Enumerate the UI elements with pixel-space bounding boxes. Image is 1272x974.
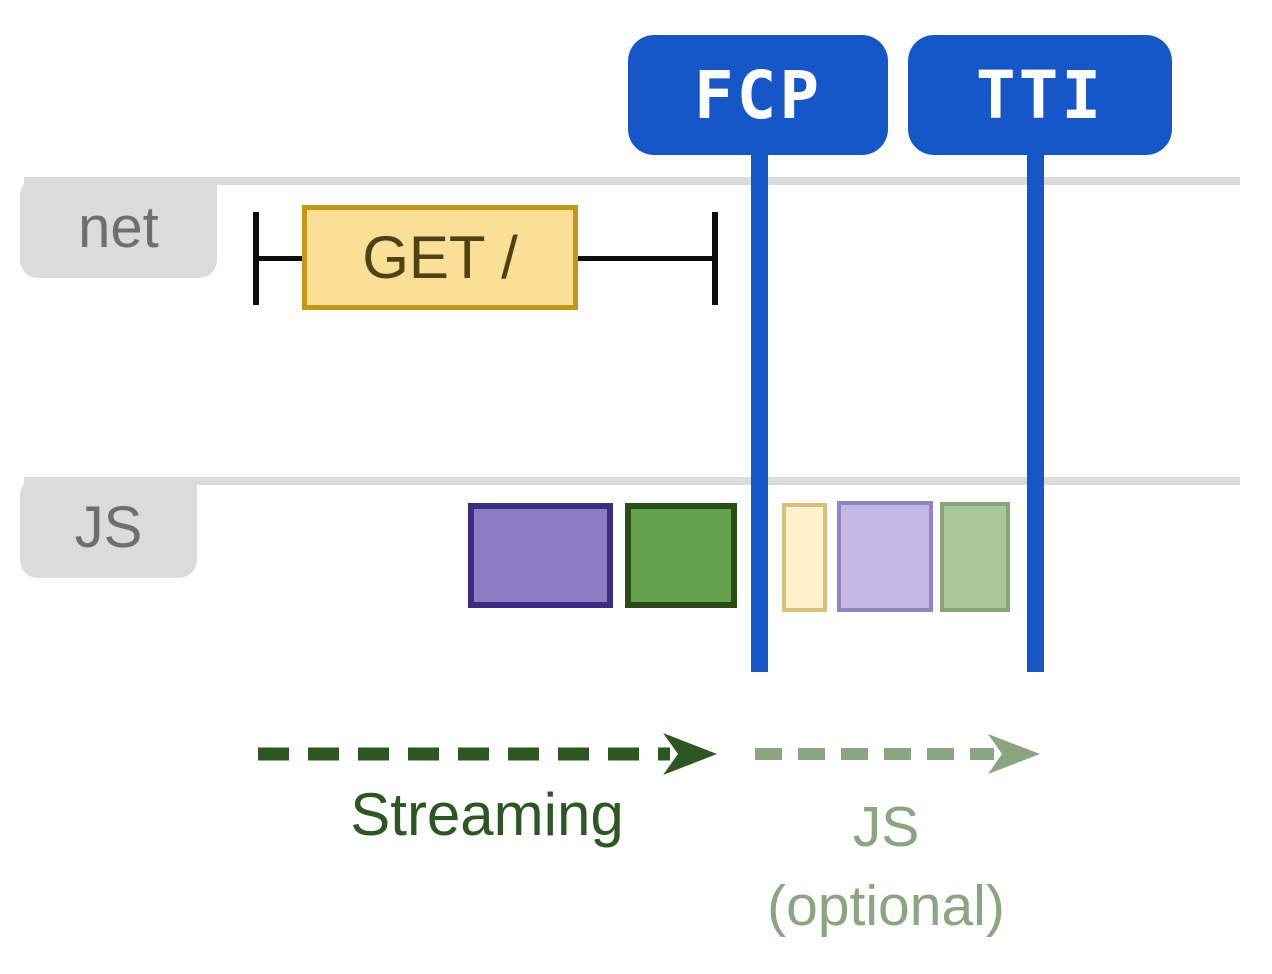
request-start-tick (253, 212, 259, 305)
net-lane-tab: net (20, 177, 217, 278)
tti-badge: TTI (908, 35, 1172, 155)
js-optional-arrowhead-icon (988, 734, 1040, 774)
tti-marker-line (1027, 152, 1044, 672)
js-chunk-green (625, 503, 737, 608)
request-whisker-right (576, 256, 714, 261)
js-lane-line (24, 477, 1240, 485)
js-optional-label-main: JS (852, 795, 920, 859)
tti-badge-label: TTI (975, 56, 1105, 134)
js-optional-dashed-arrow (755, 734, 1040, 774)
fcp-badge-label: FCP (693, 56, 823, 134)
request-whisker-left (257, 256, 304, 261)
streaming-arrowhead-icon (663, 733, 717, 775)
fcp-marker-line (751, 152, 768, 672)
net-lane-line (24, 177, 1240, 185)
js-chunk-purple-faded (837, 501, 933, 612)
js-lane-label: JS (74, 495, 143, 560)
js-lane-tab: JS (20, 477, 197, 578)
request-end-tick (712, 212, 718, 305)
js-optional-label-sub: (optional) (767, 874, 1005, 938)
fcp-badge: FCP (628, 35, 888, 155)
get-request-label: GET / (362, 224, 518, 291)
js-chunk-cream-faded (782, 503, 827, 612)
get-request-box: GET / (302, 205, 578, 310)
streaming-label: Streaming (350, 781, 624, 848)
js-optional-label: JS (optional) (736, 788, 1036, 946)
streaming-dashed-arrow (258, 733, 717, 775)
net-lane-label: net (78, 195, 159, 260)
js-chunk-purple (468, 503, 613, 608)
js-chunk-green-faded (940, 502, 1010, 612)
